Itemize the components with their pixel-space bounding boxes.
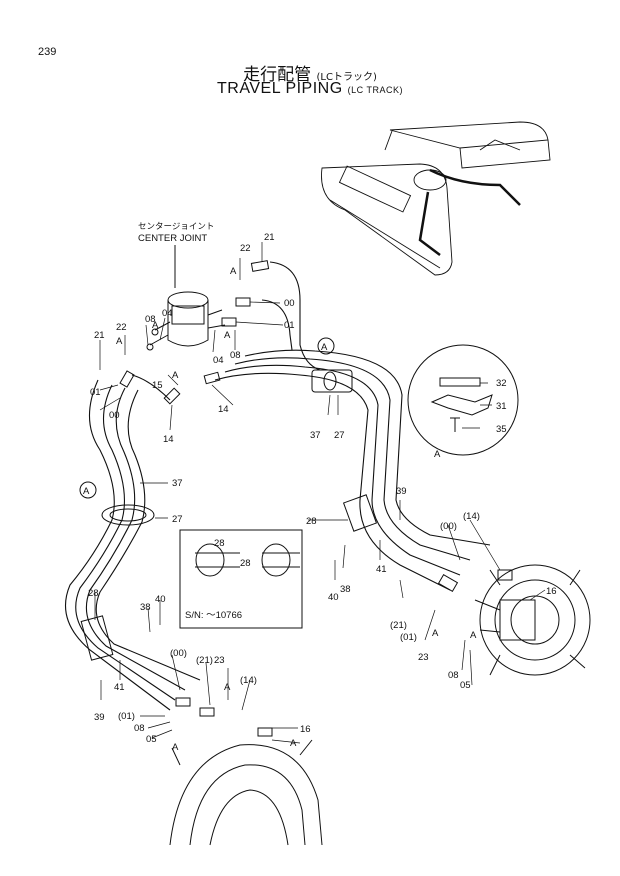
part-01: 01 [284,320,295,331]
part-05: 05 [460,680,471,691]
part-38: 38 [140,602,151,613]
part-00-ref: (00) [170,648,187,659]
part-21-ref: (21) [390,620,407,631]
ref-a: A [290,738,297,749]
title-jp-sub: (LCトラック) [316,72,377,83]
part-01-ref: (01) [118,711,135,722]
part-40: 40 [155,594,166,605]
part-37: 37 [172,478,183,489]
right-travel-motor [474,564,591,676]
part-21: 21 [264,232,275,243]
part-08: 08 [230,350,241,361]
title-en-main: TRAVEL PIPING [217,80,343,97]
part-37: 37 [310,430,321,441]
part-39: 39 [396,486,407,497]
part-15: 15 [152,380,163,391]
part-28: 28 [88,588,99,599]
part-21-ref: (21) [196,655,213,666]
title-japanese: 走行配管 (LCトラック) [0,60,620,85]
part-21: 21 [94,330,105,341]
left-hose-bundle [65,374,201,711]
left-travel-motor [169,739,323,846]
part-00: 00 [109,410,120,421]
part-14-ref: (14) [240,675,257,686]
title-english: TRAVEL PIPING (LC TRACK) [0,80,620,98]
ref-a: A [116,336,123,347]
section-a-upper: A [321,342,328,353]
part-16: 16 [300,724,311,735]
part-08: 08 [448,670,459,681]
part-01-ref: (01) [400,632,417,643]
part-28: 28 [306,516,317,527]
ref-a: A [224,330,231,341]
part-16: 16 [546,586,557,597]
part-00-ref: (00) [440,521,457,532]
part-28: 28 [214,538,225,549]
clamps [80,369,378,661]
ref-a: A [432,628,439,639]
center-joint-label-en: CENTER JOINT [138,233,207,244]
ref-a: A [470,630,477,641]
serial-inset: S/N: ～10766 [179,529,303,629]
part-27: 27 [334,430,345,441]
title-en-sub: (LC TRACK) [347,85,403,95]
part-08: 08 [145,314,156,325]
part-23: 23 [418,652,429,663]
part-05: 05 [146,734,157,745]
center-joint [146,245,226,351]
part-04: 04 [162,308,173,319]
detail-a-label: A [434,449,441,460]
title-jp-main: 走行配管 [243,65,312,85]
leader-lines [94,242,546,744]
part-27: 27 [172,514,183,525]
part-14-ref: (14) [463,511,480,522]
part-41: 41 [376,564,387,575]
part-22: 22 [240,243,251,254]
section-a-markers [79,337,335,499]
ref-a: A [172,370,179,381]
part-22: 22 [116,322,127,333]
part-00: 00 [284,298,295,309]
fittings [119,260,513,737]
ref-a: A [172,742,179,753]
part-31: 31 [496,401,507,412]
ref-a: A [224,682,231,693]
right-hose-bundle [214,261,491,591]
part-01: 01 [90,387,101,398]
part-35: 35 [496,424,507,435]
section-a-left: A [83,486,90,497]
part-23: 23 [214,655,225,666]
part-40: 40 [328,592,339,603]
part-08: 08 [134,723,145,734]
part-14: 14 [163,434,174,445]
part-14: 14 [218,404,229,415]
part-labels: A A センタージョイント CENTER JOINT 21 22 A 00 01… [83,222,557,753]
center-joint-label-jp: センタージョイント [138,222,214,232]
undercarriage-overview [321,121,551,276]
part-32: 32 [496,378,507,389]
detail-a: A [407,344,519,460]
part-04: 04 [213,355,224,366]
part-39: 39 [94,712,105,723]
part-41: 41 [114,682,125,693]
ref-a: A [230,266,237,277]
page-number: 239 [38,46,57,58]
part-28: 28 [240,558,251,569]
ref-a: A [152,320,159,331]
part-38: 38 [340,584,351,595]
serial-number: S/N: ～10766 [185,610,242,621]
